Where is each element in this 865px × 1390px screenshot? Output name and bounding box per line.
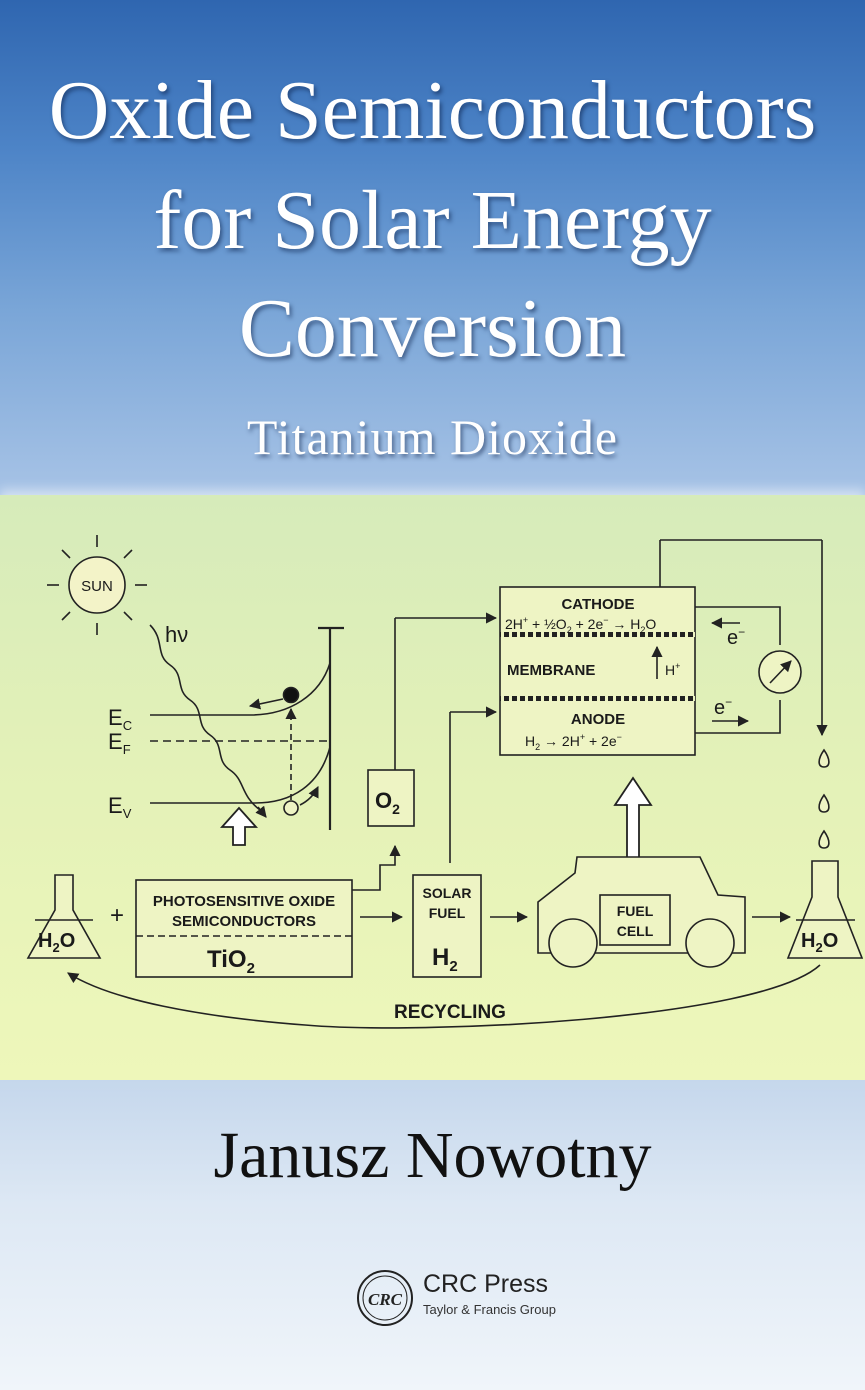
crc-logo-icon: CRC <box>357 1270 413 1326</box>
ec-label: EC <box>108 705 132 733</box>
fuel-cell-label-2: CELL <box>617 923 654 939</box>
book-title-line-1: Oxide Semiconductors <box>48 64 817 157</box>
title-band <box>0 0 865 495</box>
anode-equation: H2 → 2H+ + 2e− <box>525 732 622 752</box>
svg-text:CRC: CRC <box>368 1290 403 1309</box>
band-diagram <box>150 626 344 846</box>
water-flask-right <box>786 860 864 959</box>
diagram-band <box>0 495 865 1080</box>
o2-box <box>367 769 415 827</box>
author-band <box>0 1080 865 1390</box>
h2-label: H2 <box>432 944 458 975</box>
publisher-group: Taylor & Francis Group <box>423 1302 556 1317</box>
membrane-label: MEMBRANE <box>507 662 595 679</box>
book-title-line-3: Conversion <box>238 282 627 375</box>
fuel-cell-label-1: FUEL <box>617 903 654 919</box>
fuel-cell-stack <box>449 539 828 896</box>
book-title-line-2: for Solar Energy <box>153 174 712 267</box>
photon-label: hν <box>165 622 188 647</box>
anode-label: ANODE <box>571 711 625 728</box>
book-subtitle: Titanium Dioxide <box>246 409 619 465</box>
recycling-arrow <box>67 964 821 1029</box>
solar-fuel-box <box>412 874 482 978</box>
electron-label-bottom: e− <box>714 695 732 719</box>
o2-label: O2 <box>375 788 400 817</box>
water-droplets <box>818 748 830 849</box>
solar-hydrogen-diagram: SUN hν EC EF EV O2 CATHODE 2H+ + ½O2 + 2… <box>26 535 864 1029</box>
solar-fuel-label-2: FUEL <box>429 905 466 921</box>
water-label-left: H2O <box>38 930 75 955</box>
plus-sign: + <box>110 902 124 929</box>
sun-icon <box>47 535 147 635</box>
water-flask-left <box>26 874 102 959</box>
cathode-label: CATHODE <box>561 596 634 613</box>
author-name: Janusz Nowotny <box>213 1119 652 1192</box>
publisher-name: CRC Press <box>423 1270 549 1298</box>
photosensitive-box <box>135 879 353 978</box>
cathode-equation: 2H+ + ½O2 + 2e− → H2O <box>505 615 656 635</box>
publisher-block: CRC CRC Press Taylor & Francis Group <box>355 1268 585 1332</box>
car-icon <box>537 856 746 968</box>
tio2-label: TiO2 <box>207 946 255 977</box>
photon-wave <box>149 624 261 811</box>
recycling-label: RECYCLING <box>394 1002 506 1023</box>
photosensitive-label-1: PHOTOSENSITIVE OXIDE <box>153 893 335 910</box>
proton-label: H+ <box>665 661 680 678</box>
water-label-right: H2O <box>801 930 838 955</box>
ev-label: EV <box>108 793 132 821</box>
photosensitive-label-2: SEMICONDUCTORS <box>172 913 316 930</box>
ef-label: EF <box>108 729 131 757</box>
electron-label-top: e− <box>727 625 745 649</box>
sun-label: SUN <box>81 578 113 595</box>
solar-fuel-label-1: SOLAR <box>423 885 472 901</box>
up-arrow <box>219 806 259 846</box>
